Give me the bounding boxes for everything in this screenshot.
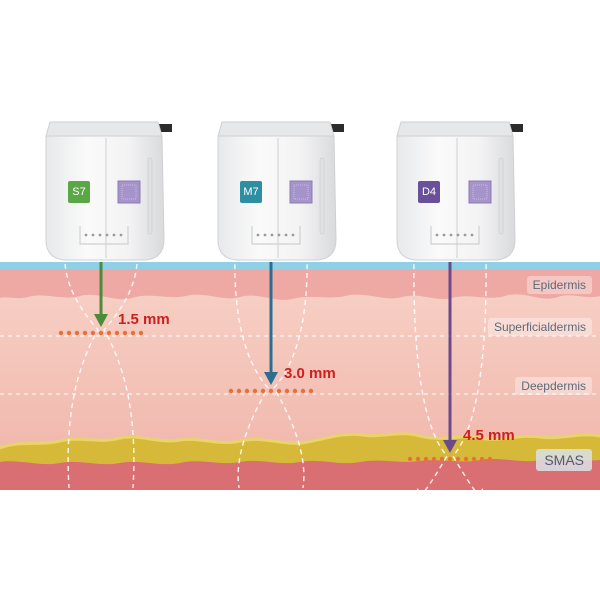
depth-label-s7: 1.5 mm (118, 311, 170, 328)
focal-dot-s7 (58, 330, 64, 336)
cartridge-chip (468, 180, 492, 204)
focal-dot-d4 (479, 456, 485, 462)
cartridge-vent-dot (470, 233, 474, 237)
cartridge-code-s7: S7 (68, 181, 90, 203)
cartridge-vent-dot (277, 233, 281, 237)
cartridge-shell (217, 135, 337, 261)
focal-dot-s7 (82, 330, 88, 336)
focal-dot-m7 (260, 388, 266, 394)
cartridge-vent-dot (98, 233, 102, 237)
cartridge-vent-dot (84, 233, 88, 237)
focal-dot-d4 (463, 456, 469, 462)
layer-label-superficial-dermis: Superficialdermis (487, 318, 592, 336)
cartridge-window (79, 226, 129, 245)
cartridge-vent-dot (112, 233, 116, 237)
focal-dot-m7 (244, 388, 250, 394)
arrow-head-d4 (443, 440, 457, 453)
focal-dot-m7 (292, 388, 298, 394)
focus-cones (64, 254, 487, 498)
depth-label-m7: 3.0 mm (284, 365, 336, 382)
cartridge-side-slot (147, 157, 153, 235)
focal-dot-s7 (66, 330, 72, 336)
cartridge-top (217, 121, 335, 137)
focus-cone-d4-left (413, 254, 448, 498)
cartridge-shell (396, 135, 516, 261)
cartridge-vent-dot (105, 233, 109, 237)
focus-cone-d4-right (452, 254, 487, 498)
focal-dot-s7 (90, 330, 96, 336)
focal-dot-m7 (284, 388, 290, 394)
focal-dot-d4 (455, 456, 461, 462)
cartridge-code-d4: D4 (418, 181, 440, 203)
arrow-head-s7 (94, 314, 108, 327)
focal-dot-s7 (98, 330, 104, 336)
cartridges (45, 121, 523, 261)
focal-dot-s7 (122, 330, 128, 336)
cartridge-m7 (217, 121, 344, 261)
layer-label-epidermis: Epidermis (526, 276, 592, 294)
cartridge-chip-pattern (293, 184, 309, 200)
cartridge-top (45, 121, 163, 137)
cartridge-top (396, 121, 514, 137)
cartridge-code-m7: M7 (240, 181, 262, 203)
cartridge-vent-dot (256, 233, 260, 237)
cartridge-chip (289, 180, 313, 204)
cartridge-side-slot (319, 157, 325, 235)
cartridge-vent-dot (270, 233, 274, 237)
focal-dot-m7 (276, 388, 282, 394)
cartridge-window (251, 226, 301, 245)
cartridge-connector (330, 124, 344, 132)
cartridge-vent-dot (263, 233, 267, 237)
cartridge-shell (45, 135, 165, 261)
cartridge-d4 (396, 121, 523, 261)
focus-cone-m7-left (234, 254, 269, 489)
focal-points (58, 330, 493, 462)
cartridge-side-slot (498, 157, 504, 235)
focal-dot-s7 (138, 330, 144, 336)
cartridge-vent-dot (91, 233, 95, 237)
cartridge-vent-dot (119, 233, 123, 237)
focal-dot-m7 (228, 388, 234, 394)
focal-dot-d4 (447, 456, 453, 462)
cartridge-s7 (45, 121, 172, 261)
focal-dot-s7 (106, 330, 112, 336)
focal-dot-d4 (471, 456, 477, 462)
cartridge-window (430, 226, 480, 245)
skin-surface (0, 262, 600, 269)
arrow-head-m7 (264, 372, 278, 385)
cartridge-chip-pattern (472, 184, 488, 200)
cartridge-vent-dot (456, 233, 460, 237)
cartridge-chip (117, 180, 141, 204)
cartridge-vent-dot (449, 233, 453, 237)
cartridge-vent-dot (284, 233, 288, 237)
focal-dot-s7 (130, 330, 136, 336)
layer-label-deep-dermis: Deepdermis (515, 377, 592, 395)
smas-fat-highlight (0, 432, 600, 450)
cartridge-connector (158, 124, 172, 132)
focal-dot-d4 (415, 456, 421, 462)
focal-dot-m7 (268, 388, 274, 394)
focal-dot-s7 (74, 330, 80, 336)
cartridge-chip-pattern (121, 184, 137, 200)
cartridge-vent-dot (435, 233, 439, 237)
focus-cone-m7-right (273, 254, 308, 489)
focal-dot-m7 (252, 388, 258, 394)
focal-dot-s7 (114, 330, 120, 336)
depth-label-d4: 4.5 mm (463, 427, 515, 444)
focal-dot-d4 (407, 456, 413, 462)
focal-dot-d4 (439, 456, 445, 462)
focal-dot-m7 (308, 388, 314, 394)
depth-arrows (94, 262, 457, 453)
focal-dot-d4 (423, 456, 429, 462)
focal-dot-d4 (487, 456, 493, 462)
focal-dot-m7 (300, 388, 306, 394)
cartridge-vent-dot (291, 233, 295, 237)
cartridge-vent-dot (442, 233, 446, 237)
cartridge-vent-dot (463, 233, 467, 237)
cartridge-connector (509, 124, 523, 132)
layer-label-smas: SMAS (536, 449, 592, 471)
focal-dot-d4 (431, 456, 437, 462)
focal-dot-m7 (236, 388, 242, 394)
